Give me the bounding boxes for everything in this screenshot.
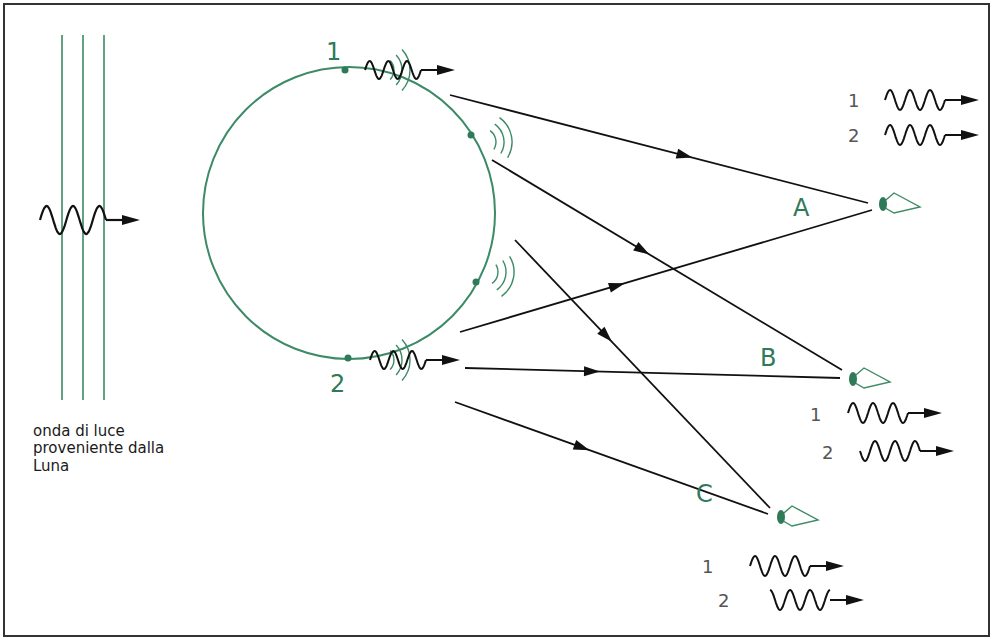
wave-arrowhead — [961, 95, 979, 105]
wave-number: 1 — [810, 406, 821, 424]
wave-number: 2 — [718, 592, 729, 610]
wavelet-arc — [490, 131, 496, 150]
ray-arrowhead — [608, 283, 625, 293]
wave-arrowhead — [961, 130, 979, 140]
wave-arrowhead — [122, 215, 140, 225]
callout-number: 1 — [326, 40, 341, 64]
ray-arrowhead — [584, 366, 600, 376]
light-ray — [492, 160, 842, 370]
frame — [4, 4, 989, 636]
ray-arrowhead — [573, 440, 590, 450]
wave-arrowhead — [437, 65, 455, 75]
wave-squiggle — [885, 90, 945, 110]
wave-number: 2 — [822, 444, 833, 462]
light-ray — [455, 402, 768, 514]
eye-outline — [778, 506, 818, 526]
wavelet-arc — [495, 124, 504, 153]
wavelet-arc — [396, 55, 402, 85]
wave-squiggle — [770, 590, 830, 610]
eye-pupil — [879, 197, 887, 211]
wave-arrowhead — [846, 595, 864, 605]
wave-squiggle — [848, 403, 908, 423]
ray-arrowhead — [633, 242, 649, 255]
wave-squiggle — [860, 441, 920, 461]
observer-letter: B — [760, 346, 776, 370]
light-ray — [450, 95, 868, 203]
eye-outline — [880, 193, 920, 213]
wavelet-arc — [502, 256, 515, 296]
moon-light-caption: onda di luce proveniente dalla Luna — [33, 423, 168, 475]
wave-squiggle — [370, 351, 426, 369]
wavefront-lines — [62, 35, 104, 400]
wave-arrowhead — [924, 408, 942, 418]
object-circle — [203, 67, 495, 359]
observer-letter: A — [793, 196, 809, 220]
ray-arrowhead — [676, 149, 693, 159]
eye-outline — [850, 368, 890, 388]
wave-squiggle — [750, 556, 810, 576]
wavelet-arc — [402, 340, 410, 381]
light-ray — [465, 368, 840, 378]
wave-arrowhead — [442, 355, 460, 365]
wave-squiggle — [885, 125, 945, 145]
wave-number: 1 — [702, 558, 713, 576]
wavelet-arc — [497, 261, 506, 290]
ray-arrowhead — [597, 327, 612, 342]
wave-squiggle — [40, 206, 106, 234]
wave-number: 1 — [848, 92, 859, 110]
emitter-dots — [342, 67, 480, 362]
rays-and-waves — [40, 50, 979, 610]
light-ray — [460, 210, 872, 332]
wavelet-arc — [500, 118, 513, 158]
wave-number: 2 — [848, 127, 859, 145]
callout-number: 2 — [330, 372, 345, 396]
wave-squiggle — [365, 61, 421, 79]
wavelet-arc — [492, 265, 498, 284]
wave-arrowhead — [936, 446, 954, 456]
eye-pupil — [849, 372, 857, 386]
eye-pupil — [777, 510, 785, 524]
light-ray — [515, 240, 770, 508]
observer-letter: C — [696, 482, 713, 506]
wave-arrowhead — [826, 561, 844, 571]
